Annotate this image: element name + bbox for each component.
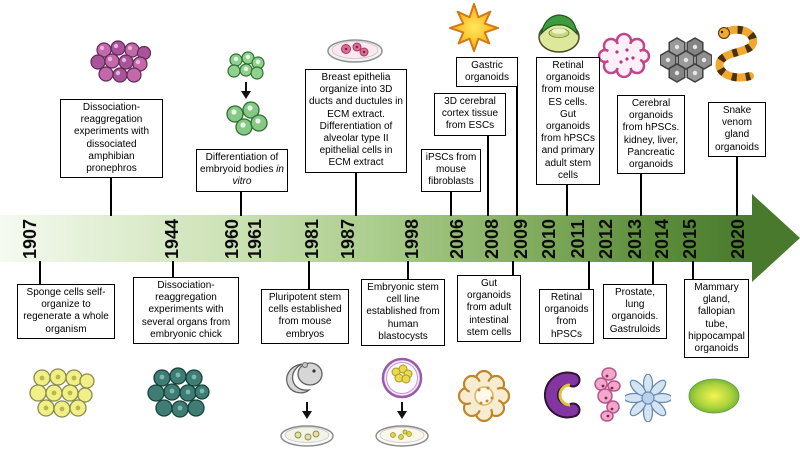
mouse-embryo-with-dish-icon bbox=[280, 362, 334, 447]
year-2008: 2008 bbox=[482, 218, 502, 260]
connector-pluripotent bbox=[308, 261, 310, 295]
bottom-box-retinal: Retinal organoids from hPSCs bbox=[539, 289, 594, 344]
connector-retinal-bottom bbox=[588, 261, 590, 295]
gut-organoid-icon bbox=[457, 370, 511, 423]
retinal-optic-cup-icon bbox=[538, 14, 580, 53]
top-box-embryoid: Differentiation of embryoid bodies in vi… bbox=[196, 149, 288, 192]
embryoid-bodies-icon bbox=[226, 51, 268, 136]
year-2014: 2014 bbox=[652, 218, 672, 260]
amphibian-cell-aggregate-icon bbox=[90, 40, 152, 83]
mammary-organoid-icon bbox=[688, 378, 740, 414]
connector-amphibian bbox=[110, 170, 112, 216]
connector-gut bbox=[512, 261, 514, 281]
year-2012: 2012 bbox=[596, 218, 616, 260]
gastruloid-icon bbox=[625, 374, 671, 422]
bottom-box-chick: Dissociation-reaggregation experiments w… bbox=[133, 277, 239, 344]
connector-sponge bbox=[39, 261, 41, 291]
top-box-ipsc: iPSCs from mouse fibroblasts bbox=[421, 149, 481, 192]
year-1960: 1960 bbox=[222, 218, 242, 260]
breast-epithelia-dish-icon bbox=[327, 39, 383, 63]
year-2009: 2009 bbox=[511, 218, 531, 260]
year-2006: 2006 bbox=[447, 218, 467, 260]
liver-organoid-icon bbox=[660, 37, 712, 83]
kidney-organoid-icon bbox=[597, 32, 651, 78]
bottom-box-gut: Gut organoids from adult intestinal stem… bbox=[457, 275, 521, 342]
year-1987: 1987 bbox=[338, 218, 358, 260]
connector-chick bbox=[172, 261, 174, 283]
connector-cerebral-cortex bbox=[487, 128, 489, 216]
year-2010: 2010 bbox=[539, 218, 559, 260]
timeline-arrow-head bbox=[752, 194, 800, 282]
sponge-cells-icon bbox=[29, 368, 95, 418]
year-2011: 2011 bbox=[568, 219, 588, 259]
gastric-star-shape bbox=[448, 2, 500, 53]
top-box-snake: Snake venom gland organoids bbox=[708, 102, 766, 157]
connector-cerebral-organoids bbox=[640, 168, 642, 216]
connector-ipsc bbox=[450, 185, 452, 216]
top-box-embryoid-italic-text: in vitro bbox=[232, 164, 284, 188]
prostate-lung-organoid-icon bbox=[594, 367, 621, 422]
top-box-cerebral-organoids: Cerebral organoids from hPSCs. kidney, l… bbox=[617, 95, 685, 175]
snake-icon bbox=[715, 25, 758, 82]
year-2013: 2013 bbox=[625, 218, 645, 260]
bottom-box-esc: Embryonic stem cell line established fro… bbox=[361, 279, 445, 346]
year-2015: 2015 bbox=[680, 218, 700, 260]
blastocyst-with-dish-icon bbox=[375, 357, 429, 447]
bottom-box-prostate: Prostate, lung organoids. Gastruloids bbox=[603, 284, 667, 339]
bottom-box-sponge: Sponge cells self-organize to regenerate… bbox=[17, 284, 115, 339]
top-box-gastric: Gastric organoids bbox=[456, 57, 518, 88]
connector-embryoid bbox=[240, 188, 242, 216]
gastric-organoid-icon bbox=[448, 2, 500, 53]
top-box-cerebral-cortex: 3D cerebral cortex tissue from ESCs bbox=[434, 93, 506, 136]
connector-mammary bbox=[692, 261, 694, 285]
connector-breast bbox=[355, 172, 357, 216]
year-1961: 1961 bbox=[245, 218, 265, 260]
timeline-arrow-shaft bbox=[0, 215, 753, 262]
connector-prostate bbox=[652, 261, 654, 290]
year-1998: 1998 bbox=[402, 218, 422, 260]
year-1907: 1907 bbox=[20, 218, 40, 260]
year-1981: 1981 bbox=[302, 218, 322, 260]
chick-cells-icon bbox=[147, 367, 210, 418]
bottom-box-pluripotent: Pluripotent stem cells established from … bbox=[261, 289, 349, 344]
year-1944: 1944 bbox=[162, 218, 182, 260]
connector-gastric bbox=[516, 82, 518, 216]
year-2020: 2020 bbox=[728, 218, 748, 260]
top-box-retinal-gut: Retinal organoids from mouse ES cells. G… bbox=[536, 57, 600, 185]
top-box-amphibian: Dissociation-reaggregation experiments w… bbox=[60, 99, 163, 179]
retinal-organoid-icon bbox=[544, 371, 581, 419]
connector-retinal-gut bbox=[566, 185, 568, 216]
connector-snake bbox=[736, 150, 738, 216]
connector-esc bbox=[407, 261, 409, 285]
top-box-breast: Breast epithelia organize into 3D ducts … bbox=[305, 69, 407, 173]
bottom-box-mammary: Mammary gland, fallopian tube, hippocamp… bbox=[684, 279, 749, 359]
top-box-embryoid-text: Differentiation of embryoid bodies bbox=[200, 152, 279, 176]
